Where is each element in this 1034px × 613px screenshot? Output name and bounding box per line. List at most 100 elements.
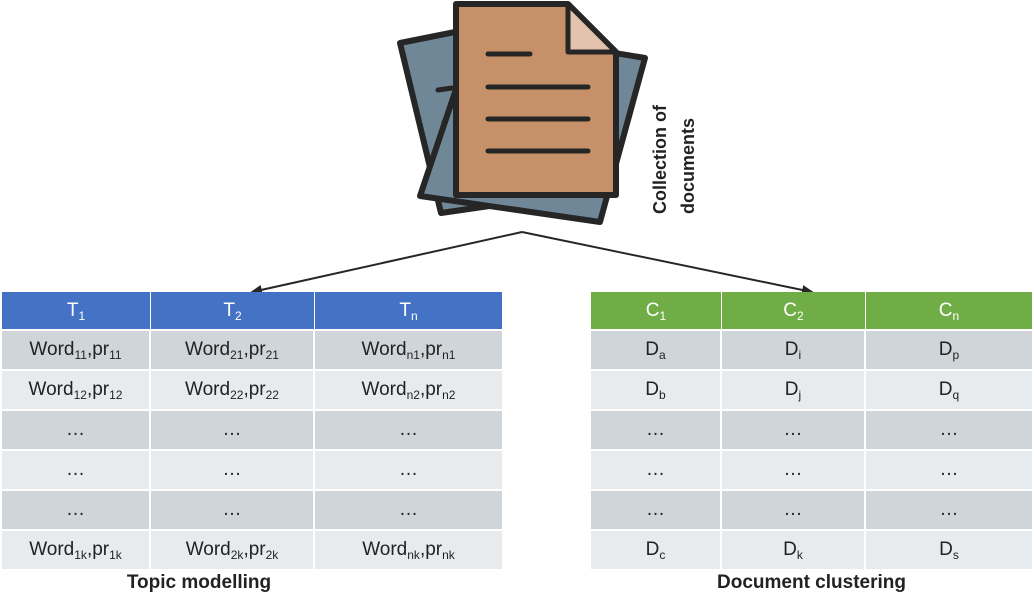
topic-modelling-caption: Topic modelling <box>126 572 272 593</box>
folded-corner-icon <box>565 1 619 55</box>
table-cell: … <box>315 409 502 449</box>
cell-subscript: n2 <box>406 388 420 402</box>
cell-text: … <box>646 499 665 520</box>
header-subscript: 2 <box>234 308 242 323</box>
cell-text: Word <box>185 539 231 560</box>
cell-subscript: 2k <box>230 548 244 562</box>
cell-text: … <box>399 419 418 440</box>
table-row: … … … <box>591 409 1032 449</box>
cell-text: Word <box>28 379 74 400</box>
document-clustering-caption: Document clustering <box>717 572 906 593</box>
cell-text: … <box>939 419 959 440</box>
table-cell: Wordnk,prnk <box>315 529 502 569</box>
cell-text: D <box>645 539 660 560</box>
collection-label: Collection of documents <box>646 96 706 216</box>
cell-text: Word <box>362 539 408 560</box>
cell-text: … <box>939 459 959 480</box>
table-row: ……… <box>2 409 502 449</box>
cell-text: D <box>939 539 953 560</box>
header-subscript: 2 <box>797 308 804 323</box>
table-cell: Word1k,pr1k <box>2 529 151 569</box>
cell-text: … <box>399 459 418 480</box>
table-cell: Word21,pr21 <box>151 329 315 369</box>
header-subscript: 1 <box>659 308 667 323</box>
cell-text: Word <box>361 339 407 360</box>
cell-text: … <box>222 459 242 480</box>
collection-label-line2: documents <box>678 117 698 214</box>
arrow-to-document-clustering <box>521 231 814 295</box>
table-cell: Word12,pr12 <box>2 369 151 409</box>
document-collection-graphic <box>250 1 814 295</box>
cell-text: ,pr <box>86 539 110 560</box>
cell-subscript: b <box>659 388 666 402</box>
cell-text: … <box>939 499 959 520</box>
cell-text: … <box>66 459 85 480</box>
cell-text: D <box>938 339 953 360</box>
column-header: T2 <box>151 292 315 329</box>
cell-text: ,pr <box>86 379 110 400</box>
cell-subscript: 1k <box>74 548 87 562</box>
cell-subscript: n1 <box>442 348 456 362</box>
cell-text: D <box>784 339 799 360</box>
cell-subscript: s <box>952 548 959 562</box>
table-cell: … <box>866 489 1032 529</box>
cell-subscript: n2 <box>442 388 456 402</box>
cell-subscript: c <box>659 548 666 562</box>
cell-subscript: j <box>798 388 802 402</box>
table-cell: Di <box>722 329 866 369</box>
table-cell: Dk <box>722 529 866 569</box>
table-cell: Ds <box>866 529 1032 569</box>
cell-text: … <box>66 499 85 520</box>
cell-subscript: 11 <box>74 348 87 362</box>
table-cell: Wordn1,prn1 <box>315 329 502 369</box>
cell-text: … <box>783 499 803 520</box>
header-label: T <box>223 299 235 321</box>
header-label: C <box>645 299 660 321</box>
table-cell: … <box>151 489 315 529</box>
cell-subscript: q <box>952 388 960 402</box>
table-cell: … <box>2 409 151 449</box>
table-cell: … <box>2 449 151 489</box>
cell-subscript: k <box>796 548 803 562</box>
table-cell: … <box>591 409 722 449</box>
table-cell: … <box>591 489 722 529</box>
table-cell: Dq <box>866 369 1032 409</box>
cell-text: ,pr <box>243 539 266 560</box>
cell-subscript: nk <box>407 548 420 562</box>
cell-subscript: a <box>659 348 666 362</box>
arrow-to-topic-modelling <box>250 231 523 295</box>
cell-text: ,pr <box>243 379 266 400</box>
table-cell: Da <box>591 329 722 369</box>
table-row: … … … <box>591 489 1032 529</box>
cell-text: Word <box>29 339 75 360</box>
table-cell: Dc <box>591 529 722 569</box>
table-cell: Wordn2,prn2 <box>315 369 502 409</box>
table-cell: … <box>866 409 1032 449</box>
cell-subscript: 12 <box>73 388 87 402</box>
table-cell: Dp <box>866 329 1032 369</box>
cell-subscript: i <box>798 348 802 362</box>
cell-text: … <box>646 419 665 440</box>
cell-subscript: 2k <box>265 548 279 562</box>
cell-text: ,pr <box>419 339 443 360</box>
cell-subscript: 11 <box>109 348 122 362</box>
header-subscript: n <box>952 308 960 323</box>
cell-text: … <box>399 499 418 520</box>
table-cell: … <box>722 489 866 529</box>
cell-subscript: p <box>952 348 960 362</box>
header-label: C <box>783 299 798 321</box>
cell-subscript: nk <box>442 548 455 562</box>
collection-label-line1: Collection of <box>650 105 670 214</box>
cell-text: Word <box>361 379 407 400</box>
cell-text: Word <box>29 539 75 560</box>
table-cell: … <box>722 409 866 449</box>
cell-subscript: 21 <box>230 348 244 362</box>
